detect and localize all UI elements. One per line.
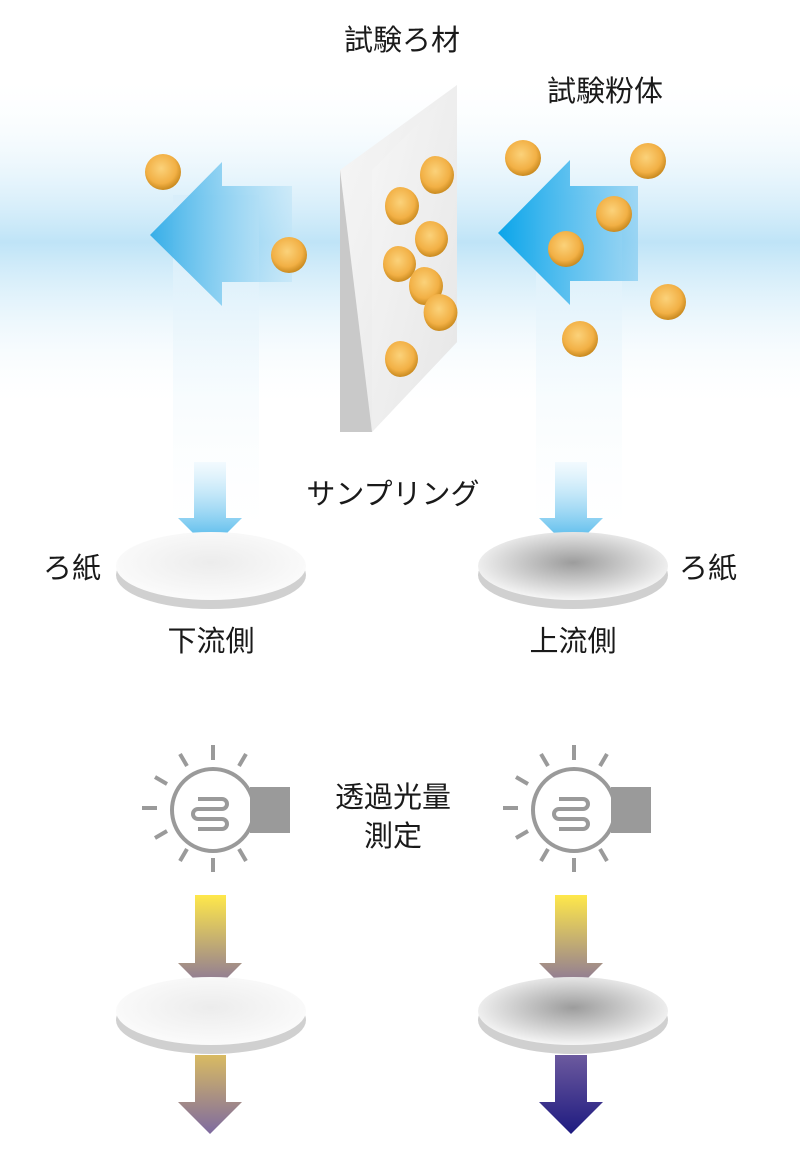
downstream-label: 下流側 bbox=[167, 624, 254, 658]
test-filter-label: 試験ろ材 bbox=[344, 23, 460, 57]
airflow-arrow-left bbox=[150, 162, 292, 306]
incident-light-arrow-left bbox=[178, 895, 242, 995]
measured-filter-paper-upstream bbox=[478, 977, 668, 1054]
transmitted-light-arrow-right bbox=[539, 1055, 603, 1134]
sampling-label: サンプリング bbox=[306, 477, 479, 511]
upstream-label: 上流側 bbox=[529, 624, 616, 658]
transmitted-light-arrow-left bbox=[178, 1055, 242, 1134]
measurement-label-line2: 測定 bbox=[364, 819, 422, 853]
measurement-label-line1: 透過光量 bbox=[335, 780, 451, 814]
filter-paper-label-right: ろ紙 bbox=[679, 551, 737, 585]
lamp-icon-left bbox=[142, 745, 290, 872]
sampling-arrow-left bbox=[178, 462, 242, 550]
test-powder-label: 試験粉体 bbox=[547, 74, 663, 108]
filter-paper-label-left: ろ紙 bbox=[43, 551, 101, 585]
sampling-arrow-right bbox=[539, 462, 603, 550]
dust-particles bbox=[145, 140, 686, 357]
lamp-icon-right bbox=[503, 745, 651, 872]
filter-paper-downstream bbox=[116, 532, 306, 609]
trapped-particles bbox=[383, 156, 458, 377]
filter-paper-upstream bbox=[478, 532, 668, 609]
measured-filter-paper-downstream bbox=[116, 977, 306, 1054]
incident-light-arrow-right bbox=[539, 895, 603, 995]
